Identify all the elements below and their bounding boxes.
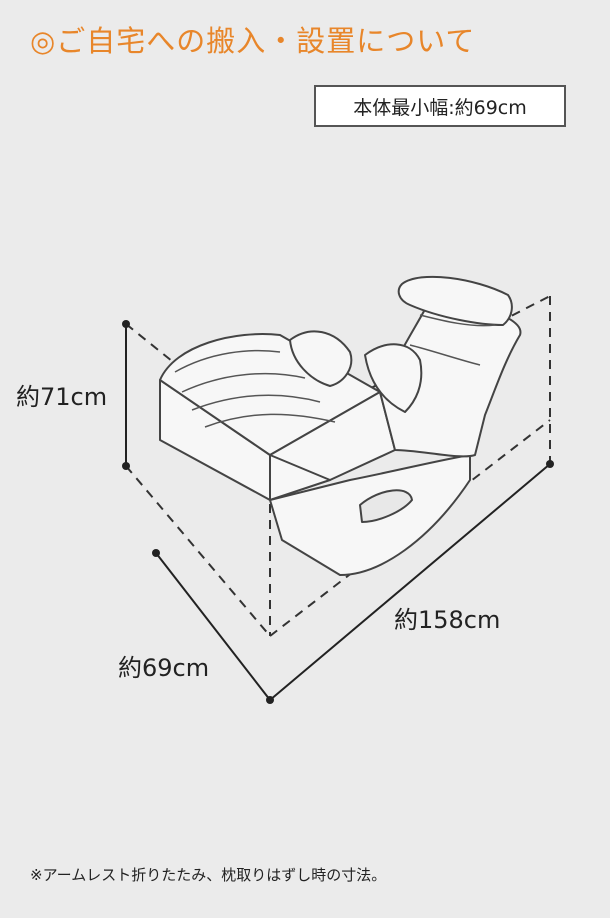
chair-armrest-left: [289, 330, 353, 387]
height-dimension-label: 約71cm: [16, 383, 108, 411]
chair-illustration: [159, 275, 522, 576]
chair-backrest: [379, 299, 522, 458]
chair-base-handle: [359, 489, 413, 523]
length-dimension-line: [269, 463, 551, 701]
dimension-lines: [125, 324, 551, 701]
chair-headrest: [397, 275, 513, 326]
depth-dimension-label: 約69cm: [118, 654, 210, 682]
depth-dimension-line: [155, 552, 271, 701]
chair-armrest-right: [364, 343, 423, 413]
page-title: ◎ご自宅への搬入・設置について: [30, 24, 476, 58]
min-width-box: 本体最小幅:約69cm: [314, 85, 566, 127]
min-width-label: 本体最小幅:約69cm: [353, 96, 527, 119]
box-bottom-left-edge: [125, 465, 271, 637]
chair-stitch-lines: [174, 314, 496, 428]
length-dimension-label: 約158cm: [394, 606, 501, 634]
dimension-endpoints: [122, 320, 554, 704]
footnote: ※アームレスト折りたたみ、枕取りはずし時の寸法。: [30, 866, 387, 884]
